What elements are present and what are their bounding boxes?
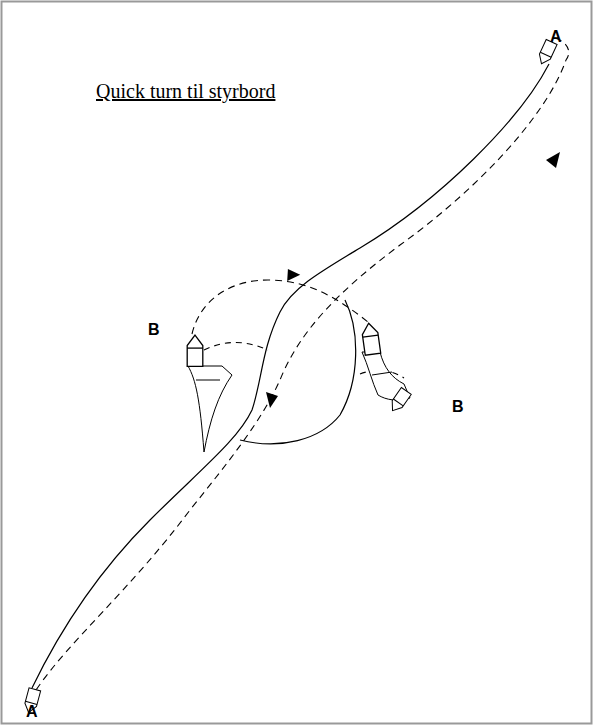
ship <box>388 388 412 415</box>
wake <box>372 372 392 375</box>
diagram-title: Quick turn til styrbord <box>96 80 275 103</box>
ship <box>361 322 381 355</box>
ship <box>187 335 203 366</box>
turn-track <box>36 38 569 690</box>
position-label: B <box>452 398 464 416</box>
wake <box>196 380 220 381</box>
position-label: A <box>26 703 38 721</box>
arrowhead <box>286 269 301 283</box>
ship-track <box>32 64 549 688</box>
arrowhead <box>266 392 278 408</box>
position-label: A <box>550 28 562 46</box>
turn-track <box>192 280 368 334</box>
turn-track <box>204 343 268 351</box>
wake <box>188 366 232 452</box>
arrowhead <box>546 152 560 168</box>
ship-track <box>240 300 356 444</box>
position-label: B <box>148 321 160 339</box>
